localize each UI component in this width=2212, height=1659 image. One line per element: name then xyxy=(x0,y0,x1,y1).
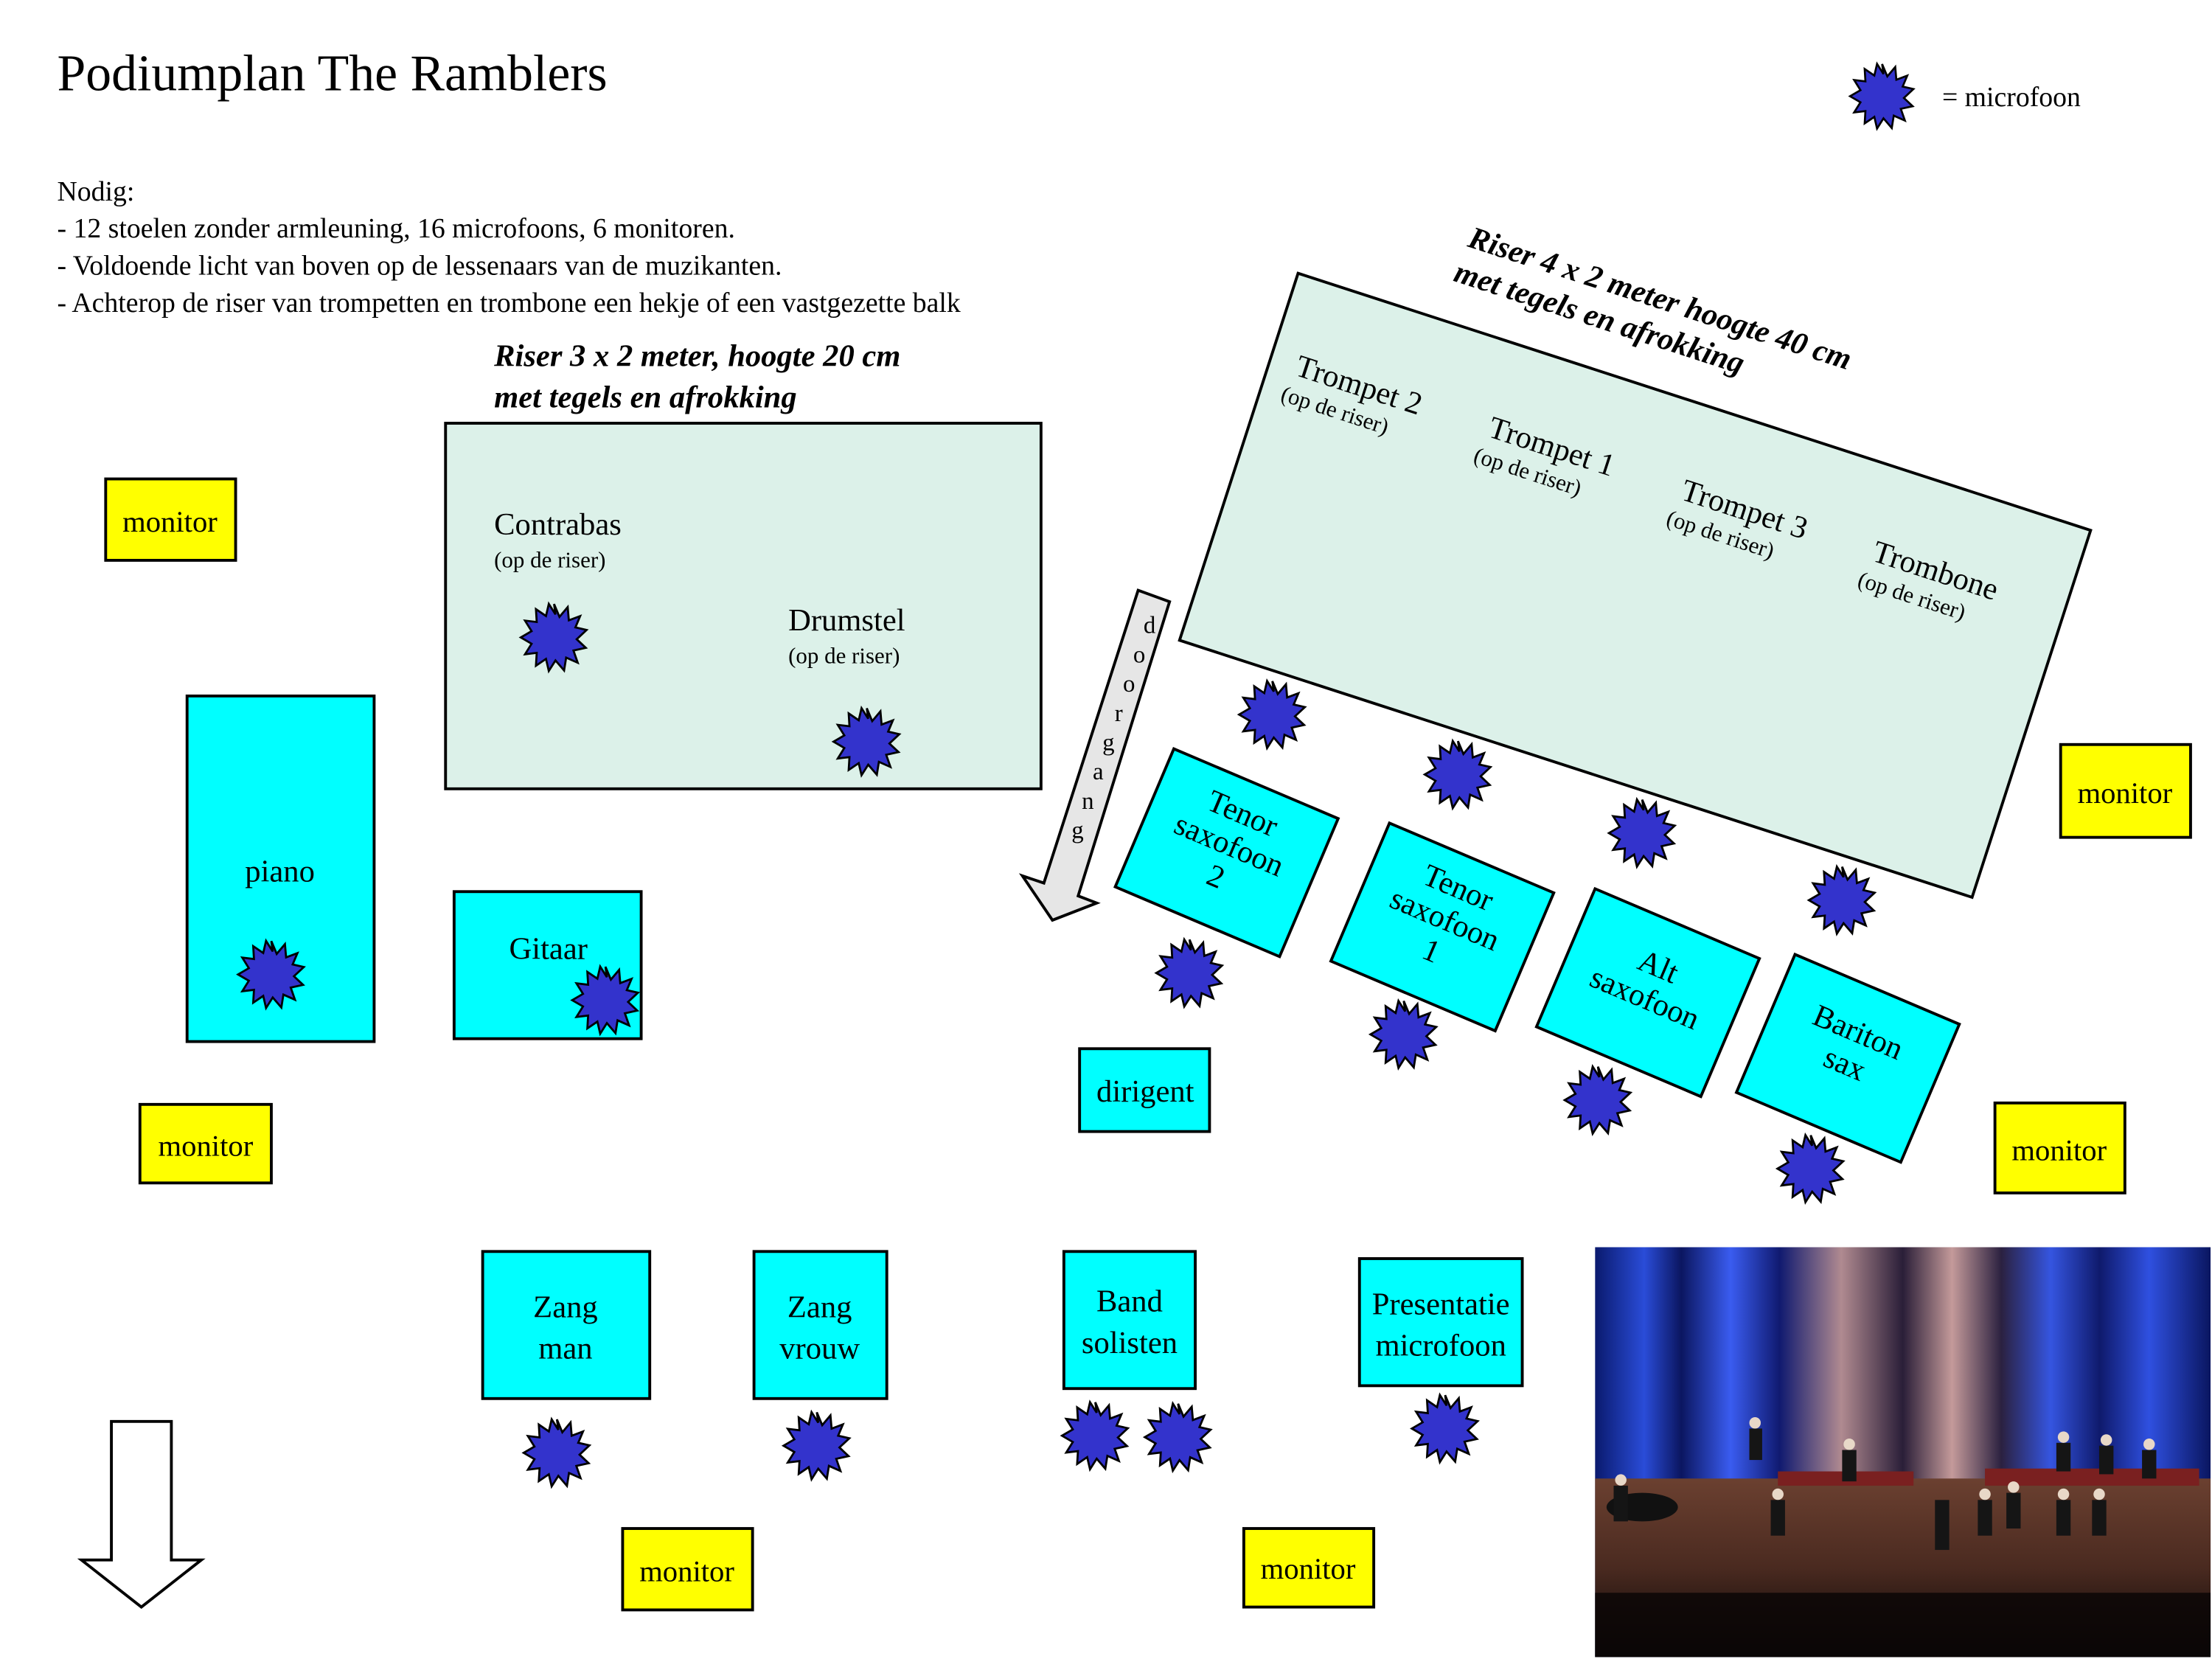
monitor xyxy=(1993,1101,2126,1194)
dirigent-box xyxy=(1078,1047,1211,1133)
riser-small-label-line2: met tegels en afrokking xyxy=(494,380,797,415)
legend: = microfoon xyxy=(1848,63,2081,130)
monitor-label: monitor xyxy=(122,505,218,538)
monitor-label: monitor xyxy=(1261,1552,1356,1585)
requirement-item: - Voldoende licht van boven op de lessen… xyxy=(57,251,782,282)
riser-large xyxy=(1178,271,2093,900)
microphone-icon xyxy=(1423,740,1492,810)
presentatie-label: Presentatie xyxy=(1372,1287,1510,1322)
passage-letter: r xyxy=(1115,700,1123,727)
band-solisten-label: solisten xyxy=(1082,1326,1178,1360)
monitor xyxy=(2059,742,2192,839)
station-alt-sax: Alt saxofoon xyxy=(1534,886,1761,1099)
monitor-label: monitor xyxy=(639,1555,734,1588)
legend-label: = microfoon xyxy=(1942,82,2081,113)
monitor xyxy=(138,1102,273,1185)
station-bariton-sax: Bariton sax xyxy=(1734,952,1961,1164)
photo-heads xyxy=(1615,1416,2155,1500)
station-tenor-sax-2: Tenor saxofoon 2 xyxy=(1113,747,1340,959)
drumstel-note: (op de riser) xyxy=(788,642,900,668)
monitor-label: monitor xyxy=(159,1130,254,1163)
passage-letter: n xyxy=(1082,788,1093,815)
passage-letter: g xyxy=(1071,818,1083,844)
requirements-block: Nodig: - 12 stoelen zonder armleuning, 1… xyxy=(57,176,960,319)
drumstel-label: Drumstel xyxy=(788,603,905,638)
zang-vrouw-label: Zang xyxy=(787,1290,852,1324)
microphone-icon xyxy=(1411,1394,1479,1464)
monitor-label: monitor xyxy=(2011,1133,2107,1166)
bariton-sax-box xyxy=(1734,952,1961,1164)
zang-man-label: Zang xyxy=(533,1290,598,1324)
band-solisten-label: Band xyxy=(1096,1284,1163,1319)
requirement-item: - 12 stoelen zonder armleuning, 16 micro… xyxy=(57,213,734,244)
microphone-icon xyxy=(522,1418,591,1488)
passage-letter: d xyxy=(1144,613,1156,639)
riser-small-label-line1: Riser 3 x 2 meter, hoogte 20 cm xyxy=(493,339,900,374)
passage-letter: o xyxy=(1123,671,1135,698)
zang-man-label: man xyxy=(538,1332,592,1366)
microphone-icon xyxy=(1238,680,1307,749)
tenor-sax-1-box xyxy=(1329,821,1556,1033)
zang-vrouw-label: vrouw xyxy=(779,1332,860,1366)
photo-musicians xyxy=(1613,1428,2157,1551)
monitors: monitor monitor monitor monitor monitor … xyxy=(104,477,2192,1612)
zang-man-box xyxy=(481,1250,652,1400)
microphone-icon xyxy=(1607,798,1676,868)
band-photo xyxy=(1595,1247,2211,1658)
riser-small xyxy=(444,422,1043,790)
passage-letter: g xyxy=(1102,730,1114,757)
microphone-icon xyxy=(1776,1134,1845,1203)
contrabas-note: (op de riser) xyxy=(494,547,605,573)
alt-sax-box xyxy=(1534,886,1761,1099)
monitor-label: monitor xyxy=(2077,776,2172,810)
zang-vrouw-box xyxy=(752,1250,888,1400)
gitaar-label: Gitaar xyxy=(509,931,587,966)
band-solisten-box xyxy=(1062,1250,1197,1391)
microphone-icon xyxy=(1155,938,1223,1008)
arrow-down-left-icon xyxy=(1018,588,1172,922)
microphone-icon xyxy=(782,1411,851,1481)
monitor xyxy=(621,1527,754,1612)
requirement-item: - Achterop de riser van trompetten en tr… xyxy=(57,288,960,319)
page-title: Podiumplan The Ramblers xyxy=(57,46,607,102)
microphone-legend-icon xyxy=(1848,63,1915,130)
piano-label: piano xyxy=(245,855,315,889)
monitor xyxy=(1242,1527,1376,1609)
microphone-icon xyxy=(1563,1065,1632,1135)
monitor xyxy=(104,477,237,562)
presentatie-box xyxy=(1357,1257,1524,1388)
contrabas-label: Contrabas xyxy=(494,507,622,542)
microphone-icon xyxy=(1144,1402,1212,1472)
passage-letter: a xyxy=(1093,759,1104,785)
passage-letter: o xyxy=(1133,641,1145,668)
dirigent-label: dirigent xyxy=(1096,1074,1194,1109)
audience-direction-arrow-icon xyxy=(77,1419,206,1610)
station-tenor-sax-1: Tenor saxofoon 1 xyxy=(1329,821,1556,1033)
requirements-heading: Nodig: xyxy=(57,176,134,207)
microphone-icon xyxy=(1369,1000,1438,1069)
photo-audience xyxy=(1595,1593,2211,1658)
microphone-icon xyxy=(1060,1401,1129,1471)
presentatie-label: microfoon xyxy=(1375,1329,1506,1363)
tenor-sax-2-box xyxy=(1113,747,1340,959)
microphone-icon xyxy=(1807,865,1876,935)
